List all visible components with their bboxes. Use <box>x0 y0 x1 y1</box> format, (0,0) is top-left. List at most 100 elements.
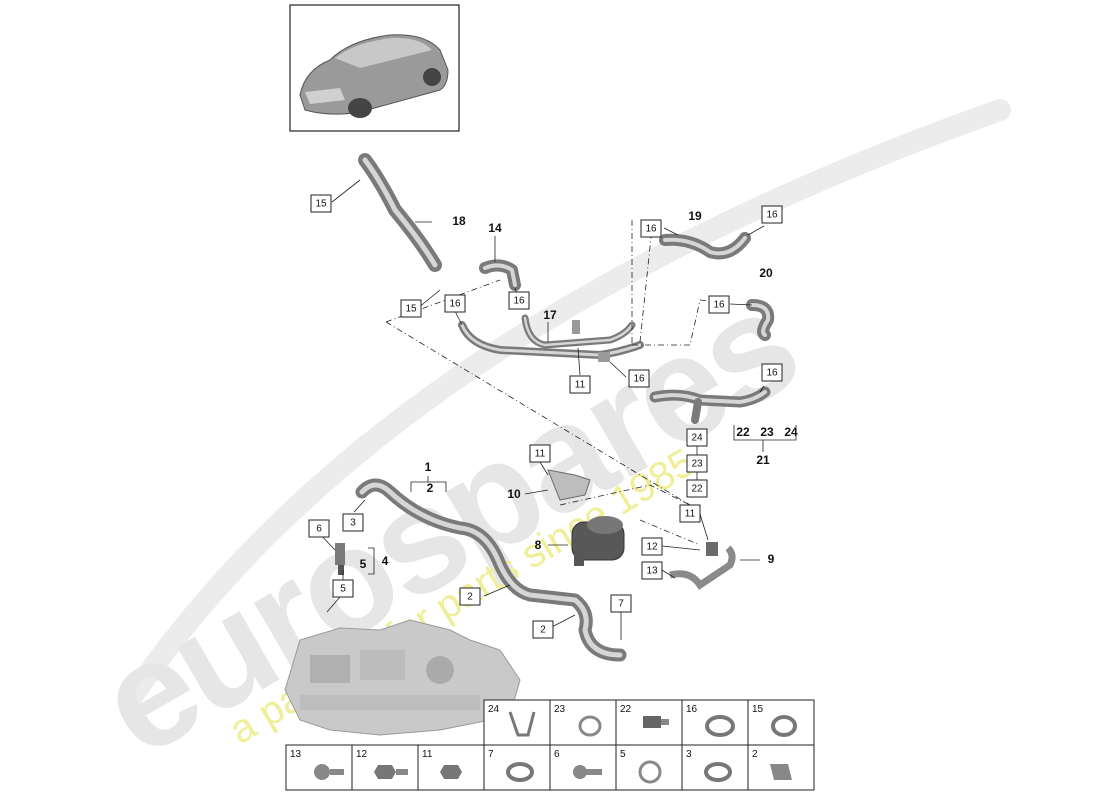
svg-text:5: 5 <box>340 584 346 595</box>
legend-cell-13: 13 <box>285 744 353 791</box>
vehicle-thumbnail <box>289 4 460 132</box>
label-14: 14 <box>488 221 502 235</box>
label-9: 9 <box>768 552 775 566</box>
callout-24: 24 <box>686 428 708 447</box>
hose-20 <box>746 299 775 341</box>
svg-text:5: 5 <box>620 749 626 760</box>
callout-5: 5 <box>332 579 354 598</box>
label-2: 2 <box>427 481 434 495</box>
callout-2-b: 2 <box>532 620 554 639</box>
svg-text:7: 7 <box>488 749 494 760</box>
svg-text:3: 3 <box>686 749 692 760</box>
svg-text:15: 15 <box>405 304 417 315</box>
callout-12: 12 <box>641 537 663 556</box>
sensor-4 <box>335 543 345 575</box>
callout-22: 22 <box>686 479 708 498</box>
callout-16-d: 16 <box>761 205 783 224</box>
hose-1-2-assembly <box>355 478 627 662</box>
hose-18 <box>358 153 442 272</box>
label-21: 21 <box>756 453 770 467</box>
callout-13: 13 <box>641 561 663 580</box>
label-10: 10 <box>507 487 521 501</box>
leader-lines <box>317 179 797 640</box>
svg-text:12: 12 <box>356 749 368 760</box>
hose-21-assembly <box>649 386 771 424</box>
legend-cell-15: 15 <box>747 699 815 746</box>
callout-16-f: 16 <box>628 369 650 388</box>
svg-text:16: 16 <box>766 210 778 221</box>
bracket-10 <box>547 469 591 501</box>
svg-text:3: 3 <box>350 518 356 529</box>
svg-text:13: 13 <box>646 566 658 577</box>
hose-14 <box>479 259 521 291</box>
callout-boxes: 15 15 16 16 16 16 16 16 16 11 11 11 24 2… <box>308 194 783 639</box>
svg-text:7: 7 <box>618 599 624 610</box>
legend-cell-3: 3 <box>681 744 749 791</box>
legend-cell-12: 12 <box>351 744 419 791</box>
callout-6: 6 <box>308 519 330 538</box>
callout-16-e: 16 <box>708 295 730 314</box>
callout-11-b: 11 <box>529 444 551 463</box>
callout-16-c: 16 <box>640 219 662 238</box>
svg-text:2: 2 <box>752 749 758 760</box>
svg-text:23: 23 <box>554 704 566 715</box>
part-labels: 18 14 19 20 17 22 23 24 21 1 2 10 4 5 8 … <box>360 209 798 571</box>
car-icon <box>299 34 449 118</box>
svg-text:11: 11 <box>575 380 586 391</box>
callout-11-a: 11 <box>569 375 591 394</box>
svg-text:22: 22 <box>620 704 632 715</box>
svg-text:24: 24 <box>488 704 500 715</box>
hose-19 <box>659 232 751 260</box>
svg-text:23: 23 <box>691 459 703 470</box>
svg-text:6: 6 <box>316 524 322 535</box>
label-23: 23 <box>760 425 774 439</box>
svg-text:11: 11 <box>535 449 546 460</box>
legend-cell-11: 11 <box>417 744 485 791</box>
label-5: 5 <box>360 557 367 571</box>
svg-text:11: 11 <box>422 749 433 760</box>
legend-cell-6: 6 <box>549 744 617 791</box>
svg-text:11: 11 <box>685 509 696 520</box>
svg-text:15: 15 <box>315 199 327 210</box>
label-1: 1 <box>425 460 432 474</box>
label-17: 17 <box>543 308 557 322</box>
callout-15-lower: 15 <box>400 299 422 318</box>
svg-text:15: 15 <box>752 704 764 715</box>
legend-cell-23: 23 <box>549 699 617 746</box>
callout-11-c: 11 <box>679 504 701 523</box>
callout-7: 7 <box>610 594 632 613</box>
svg-text:16: 16 <box>513 296 525 307</box>
engine-block-illustration <box>284 619 521 736</box>
svg-text:2: 2 <box>540 625 546 636</box>
callout-3: 3 <box>342 513 364 532</box>
bracket-9 <box>669 542 736 590</box>
callout-2-a: 2 <box>459 587 481 606</box>
legend-cell-16: 16 <box>681 699 749 746</box>
svg-text:22: 22 <box>691 484 703 495</box>
coolant-pump-8 <box>571 516 625 566</box>
callout-15-upper: 15 <box>310 194 332 213</box>
svg-text:16: 16 <box>713 300 725 311</box>
callout-16-g: 16 <box>761 363 783 382</box>
legend-cell-7: 7 <box>483 744 551 791</box>
legend-cell-24: 24 <box>483 699 551 746</box>
svg-text:6: 6 <box>554 749 560 760</box>
callout-16-a: 16 <box>444 294 466 313</box>
legend-cell-5: 5 <box>615 744 683 791</box>
svg-text:16: 16 <box>686 704 698 715</box>
svg-text:2: 2 <box>467 592 473 603</box>
legend-grid: 24 23 22 16 15 13 12 11 7 6 5 3 2 <box>285 699 815 791</box>
legend-cell-22: 22 <box>615 699 683 746</box>
callout-16-b: 16 <box>508 291 530 310</box>
svg-text:24: 24 <box>691 433 703 444</box>
label-4: 4 <box>382 554 389 568</box>
label-18: 18 <box>452 214 466 228</box>
label-8: 8 <box>535 538 542 552</box>
svg-text:16: 16 <box>449 299 461 310</box>
hose-17-pipe-assembly <box>458 314 644 362</box>
legend-cell-2: 2 <box>747 744 815 791</box>
svg-text:16: 16 <box>766 368 778 379</box>
svg-text:12: 12 <box>646 542 658 553</box>
label-24: 24 <box>784 425 798 439</box>
